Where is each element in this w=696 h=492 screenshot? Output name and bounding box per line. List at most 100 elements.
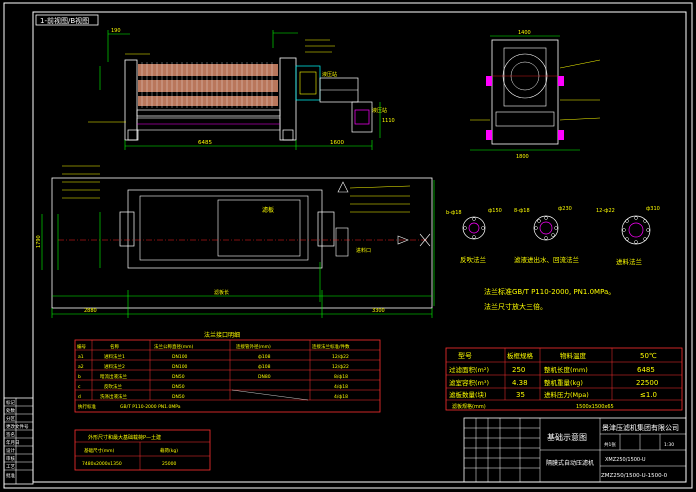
front-label-hydraulic: 液压站 <box>322 71 337 78</box>
nozzle-r3c1: 反吹法兰 <box>104 383 122 390</box>
nozzle-r1c1: 进料法兰2 <box>104 363 125 370</box>
load-table: 外形尺寸和最大基础载荷P—土建 基础尺寸(mm) 载荷(kg) 7480x200… <box>74 429 211 471</box>
rev-label-2: 分区 <box>6 415 15 422</box>
nozzle-r3c2: DN50 <box>172 384 185 390</box>
nozzle-h0: 编号 <box>77 343 86 350</box>
flange-3-dia: ф310 <box>646 206 660 212</box>
nozzle-footer-value: GB/T P110-2000 PN1.0MPa <box>120 404 181 410</box>
load-r0c1: 载荷(kg) <box>160 447 178 454</box>
nozzle-r2c2: DN50 <box>172 374 185 380</box>
side-dim-top: 1400 <box>518 30 531 36</box>
nozzle-r0c3: ф108 <box>258 354 271 360</box>
top-label-inlet: 进料口 <box>356 247 371 254</box>
spec-r0c2: 物料温度 <box>560 351 587 360</box>
nozzle-r1c4: 12/ф22 <box>332 364 349 370</box>
flange-3-label: 进料法兰 <box>616 257 643 266</box>
title-drawing-no: ZMZ250/1500-U-1500-0 <box>601 473 668 479</box>
revision-block: 标记 处数 分区 更改文件号 签名 年月日 设计 审核 工艺 批准 <box>3 397 34 485</box>
hydraulic-station <box>354 109 370 125</box>
spec-r1c1: 250 <box>512 366 525 374</box>
rev-label-5: 年月日 <box>6 439 20 446</box>
front-dim-right: 1600 <box>330 140 344 146</box>
spec-r2c2: 整机重量(kg) <box>544 378 583 387</box>
front-dim-overall: 6485 <box>198 140 212 146</box>
spec-r0c1: 板框规格 <box>507 351 534 360</box>
nozzle-r4c1: 洗涤出液法兰 <box>100 393 127 400</box>
spec-r3c0: 滤板数量(块) <box>449 390 487 399</box>
nozzle-h3: 连接管外径(mm) <box>236 343 271 350</box>
flange-note-2: 法兰尺寸放大三倍。 <box>484 302 547 311</box>
flange-2-mark: 8-ф18 <box>514 208 530 214</box>
flange-1-dia: ф150 <box>488 208 502 214</box>
spec-r0c3: 50℃ <box>640 352 657 360</box>
title-scale: 1:30 <box>664 442 674 448</box>
top-view: 滤板 进料口 1790 滤板长 2880 3300 <box>36 165 435 318</box>
nozzle-r0c0: a1 <box>78 354 84 360</box>
nozzle-r2c1: 暗流出液法兰 <box>100 373 127 380</box>
nozzle-h4: 连接法兰标准/件数 <box>312 343 350 350</box>
top-dim-left-span: 2880 <box>84 308 97 314</box>
tab-box <box>35 14 99 26</box>
rev-label-1: 处数 <box>6 407 15 414</box>
nozzle-r3c4: 4/ф18 <box>334 384 348 390</box>
side-dim-bottom: 1800 <box>516 154 529 160</box>
load-table-title: 外形尺寸和最大基础载荷P—土建 <box>88 434 161 441</box>
nozzle-r3c0: c <box>78 385 81 390</box>
rev-label-9: 批准 <box>6 472 15 479</box>
front-dim-top-left: 190 <box>111 28 121 34</box>
spec-r1c2: 整机长度(mm) <box>544 365 588 374</box>
title-code: XMZ250/1500-U <box>605 457 646 463</box>
spec-r0c0: 型号 <box>458 351 472 360</box>
rev-label-3: 更改文件号 <box>6 423 29 430</box>
flange-1-mark: b-ф18 <box>446 210 462 216</box>
flange-3-mark: 12-ф22 <box>596 208 615 214</box>
spec-r2c0: 滤室容积(m³) <box>449 378 489 387</box>
rev-label-7: 审核 <box>6 455 15 462</box>
spec-extra-label: 滤板规格(mm) <box>452 403 486 410</box>
spec-r2c3: 22500 <box>636 379 658 387</box>
inner-frame <box>32 11 687 483</box>
flange-1: b-ф18 ф150 反吹法兰 <box>446 208 502 264</box>
flange-1-label: 反吹法兰 <box>460 255 487 264</box>
front-head-plate <box>124 59 138 141</box>
tab-label: 1-前视图/B视图 <box>40 16 89 25</box>
load-r0c0: 基础尺寸(mm) <box>84 447 115 454</box>
nozzle-r0c1: 进料法兰1 <box>104 353 125 360</box>
title-sheet: 共1张 <box>604 441 616 448</box>
nozzle-r1c2: DN100 <box>172 364 188 370</box>
nozzle-r4c0: d <box>78 394 81 400</box>
front-tail-plate <box>279 57 297 141</box>
nozzle-r1c3: ф108 <box>258 364 271 370</box>
rev-label-8: 工艺 <box>6 464 15 470</box>
flange-2: 8-ф18 ф230 滤液进出水、回流法兰 <box>514 206 580 264</box>
spec-table: 型号 板框规格 物料温度 50℃ 过滤面积(m²) 250 整机长度(mm) 6… <box>445 347 683 411</box>
spec-r3c1: 35 <box>516 391 525 399</box>
nozzle-r2c4: 8/ф18 <box>334 374 348 380</box>
title-company: 景津压滤机集团有限公司 <box>602 423 679 432</box>
hydraulic-cylinder <box>295 65 321 101</box>
front-label-station: 液压站 <box>372 107 387 114</box>
side-outline <box>491 39 559 145</box>
title-drawing: 基础示意图 <box>547 432 587 442</box>
nozzle-r4c4: 4/ф18 <box>334 394 348 400</box>
top-label-plates: 滤板 <box>262 206 274 214</box>
flange-details: b-ф18 ф150 反吹法兰 8-ф18 ф230 滤液进出水、回流法兰 <box>446 206 660 311</box>
top-dim-middle: 滤板长 <box>214 289 229 296</box>
spec-r1c0: 过滤面积(m²) <box>449 365 489 374</box>
rev-label-4: 签名 <box>6 431 15 438</box>
top-dim-right-span: 3300 <box>372 308 385 314</box>
front-view: 190 <box>88 28 395 150</box>
load-r1c0: 7480x2000x1350 <box>82 461 122 467</box>
nozzle-r4c2: DN50 <box>172 394 185 400</box>
nozzle-table: 法兰接口明细 编号 名称 法兰公称直径(mm) 连接管外径(mm) 连接法兰标准… <box>74 331 381 413</box>
nozzle-r2c0: b <box>78 374 81 380</box>
flange-note-1: 法兰标准GB/T P110-2000, PN1.0MPa。 <box>484 287 615 296</box>
front-side-beam <box>136 109 281 117</box>
spec-r2c1: 4.38 <box>512 379 528 387</box>
rev-label-6: 设计 <box>6 447 15 454</box>
flange-3: 12-ф22 ф310 进料法兰 <box>596 206 660 266</box>
rev-label-0: 标记 <box>6 399 15 406</box>
spec-extra-value: 1500x1500x65 <box>576 404 614 410</box>
spec-r1c3: 6485 <box>637 366 655 374</box>
